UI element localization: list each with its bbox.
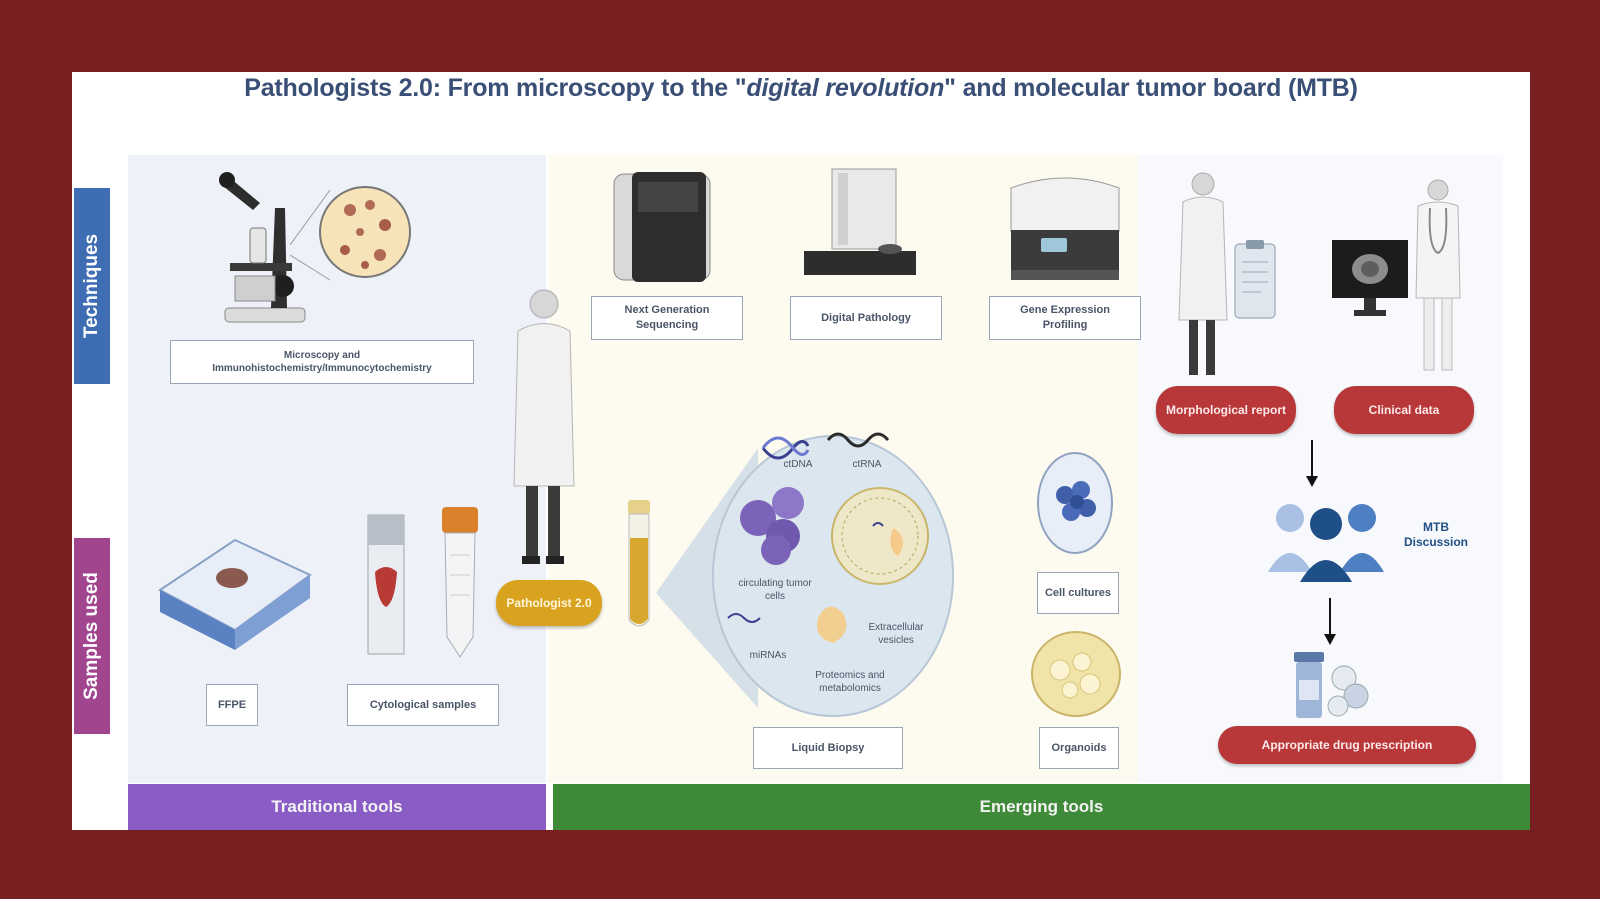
organoid-dish-icon [1031, 631, 1121, 717]
clinician-figure-icon [1415, 179, 1461, 371]
ctrna-label: ctRNA [852, 459, 882, 470]
ctdna-label: ctDNA [783, 459, 813, 470]
ngs-label: Next Generation Sequencing [591, 296, 743, 340]
clipboard-report-icon [1234, 240, 1276, 319]
cytology-slide-icon [367, 514, 405, 655]
ct-scan-monitor-icon [1332, 240, 1408, 316]
pathologist-badge: Pathologist 2.0 [496, 580, 602, 626]
ffpe-block-icon [158, 538, 312, 650]
pathologist-report-figure-icon [1178, 172, 1228, 375]
traditional-tools-bar: Traditional tools [128, 784, 546, 830]
emerging-tools-bar: Emerging tools [553, 784, 1530, 830]
techniques-tab: Techniques [74, 188, 110, 384]
ctc-label: circulating tumor cells [738, 578, 812, 602]
organoids-label: Organoids [1039, 727, 1119, 769]
sample-tube-icon [442, 507, 478, 658]
microscopy-label: Microscopy and Immunohistochemistry/Immu… [170, 340, 474, 384]
ffpe-label: FFPE [206, 684, 258, 726]
digital-pathology-scanner-icon [804, 168, 916, 275]
cytological-samples-label: Cytological samples [347, 684, 499, 726]
down-arrow-icon [1324, 598, 1336, 645]
drug-pills-icon [1294, 652, 1369, 718]
cell-culture-dish-icon [1037, 452, 1113, 554]
liquid-biopsy-label: Liquid Biopsy [753, 727, 903, 769]
gene-expression-label: Gene Expression Profiling [989, 296, 1141, 340]
gene-expression-device-icon [1010, 177, 1120, 280]
morphological-report-pill: Morphological report [1156, 386, 1296, 434]
proteomics-label: Proteomics and metabolomics [815, 670, 885, 694]
ngs-sequencer-icon [613, 172, 711, 282]
down-arrow-icon [1306, 440, 1318, 487]
ev-label: Extracellular vesicles [868, 622, 924, 646]
mtb-discussion-label: MTB Discussion [1403, 520, 1469, 549]
pathologist-figure-icon [513, 289, 575, 564]
blood-tube-icon [628, 500, 650, 627]
digital-pathology-label: Digital Pathology [790, 296, 942, 340]
figure-title: Pathologists 2.0: From microscopy to the… [244, 74, 1358, 102]
cell-cultures-label: Cell cultures [1037, 572, 1119, 614]
drug-prescription-pill: Appropriate drug prescription [1218, 726, 1476, 764]
liquid-biopsy-magnifier [656, 432, 954, 717]
microscope-icon [219, 172, 306, 323]
tissue-magnification-icon [290, 186, 411, 281]
mirna-label: miRNAs [749, 650, 787, 661]
clinical-data-pill: Clinical data [1334, 386, 1474, 434]
mtb-team-icon [1268, 504, 1384, 582]
samples-used-tab: Samples used [74, 538, 110, 734]
